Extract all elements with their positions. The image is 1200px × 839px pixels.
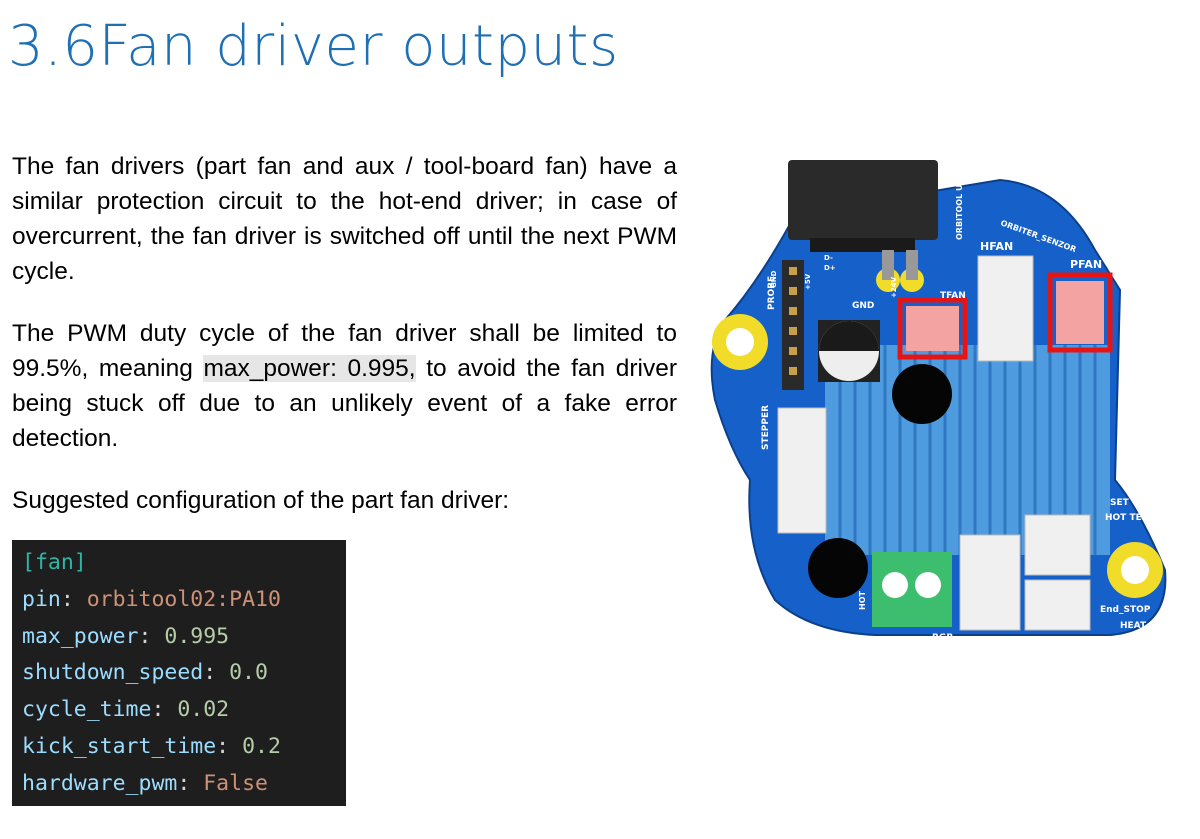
label-usb: ORBITOOL USB v2.72	[955, 150, 964, 240]
label-probe: PROBE	[767, 276, 777, 310]
label-hot-temp: HOT TEMP	[1105, 513, 1158, 523]
code-key: max_power	[22, 623, 139, 649]
code-key: pin	[22, 586, 61, 612]
label-heat: HEAT	[1120, 621, 1147, 631]
endstop-connector	[1024, 579, 1091, 631]
label-tfan: TFAN	[940, 291, 966, 301]
label-end-stop: End_STOP	[1100, 605, 1151, 615]
paragraph-suggested-config: Suggested configuration of the part fan …	[12, 487, 510, 514]
stepper-connector	[777, 407, 827, 534]
knob-top	[892, 364, 952, 424]
pwm-text-before: The PWM duty cycle of the fan driver sha…	[12, 320, 677, 382]
paragraph-pwm-limit: The PWM duty cycle of the fan driver sha…	[12, 316, 677, 456]
rgb-connector	[959, 534, 1021, 631]
label-set: SET	[1110, 498, 1130, 508]
code-value: False	[203, 770, 268, 796]
label-24v: +24V	[890, 276, 898, 298]
label-hot: HOT	[858, 591, 867, 610]
label-rgb: RGB	[932, 633, 953, 643]
knob-bottom	[808, 538, 868, 598]
label-dplus: D+	[824, 264, 836, 272]
paragraph-fan-protection: The fan drivers (part fan and aux / tool…	[12, 153, 677, 285]
label-gnd: GND	[852, 301, 874, 311]
label-dminus: D-	[824, 254, 833, 262]
code-line: shutdown_speed: 0.0	[22, 655, 346, 692]
code-value: 0.02	[177, 697, 230, 723]
code-colon: :	[151, 697, 178, 723]
usb-connector	[788, 160, 938, 240]
code-line: cycle_time: 0.02	[22, 692, 346, 729]
label-5v: +5V	[804, 273, 812, 290]
label-hfan: HFAN	[980, 240, 1013, 253]
code-section-header: [fan]	[22, 550, 87, 575]
pfan-connector	[1047, 272, 1113, 353]
code-colon: :	[60, 586, 87, 612]
code-value: orbitool02:PA10	[86, 586, 281, 612]
code-value: 0.995	[164, 623, 230, 649]
label-gnd-probe: GND	[770, 270, 778, 288]
label-stepper: STEPPER	[761, 405, 771, 450]
pin-header	[782, 260, 804, 390]
page-title: 3.6Fan driver outputs	[8, 14, 619, 79]
code-value: 0.0	[229, 660, 268, 686]
code-value: 0.2	[242, 733, 281, 759]
tfan-connector	[897, 297, 968, 360]
code-key: kick_start_time	[22, 733, 217, 759]
hfan-connector	[977, 255, 1034, 362]
hot-temp-connector	[1024, 514, 1091, 576]
code-line: hardware_pwm: False	[22, 766, 346, 803]
code-colon: :	[216, 733, 243, 759]
code-colon: :	[177, 770, 204, 796]
pwm-text-after: to avoid the fan driver being stuck off …	[12, 355, 677, 452]
code-key: hardware_pwm	[22, 770, 178, 796]
code-key: cycle_time	[22, 697, 152, 723]
pcb-board-image: HFAN PFAN TFAN GND SET HOT TEMP End_STOP…	[710, 150, 1167, 643]
code-line: pin: orbitool02:PA10	[22, 582, 346, 619]
code-colon: :	[203, 660, 230, 686]
max-power-highlight: max_power: 0.995,	[203, 355, 416, 382]
code-line: kick_start_time: 0.2	[22, 729, 346, 766]
code-colon: :	[138, 623, 165, 649]
code-key: shutdown_speed	[22, 660, 204, 686]
label-pfan: PFAN	[1070, 258, 1102, 271]
code-line: max_power: 0.995	[22, 619, 346, 656]
